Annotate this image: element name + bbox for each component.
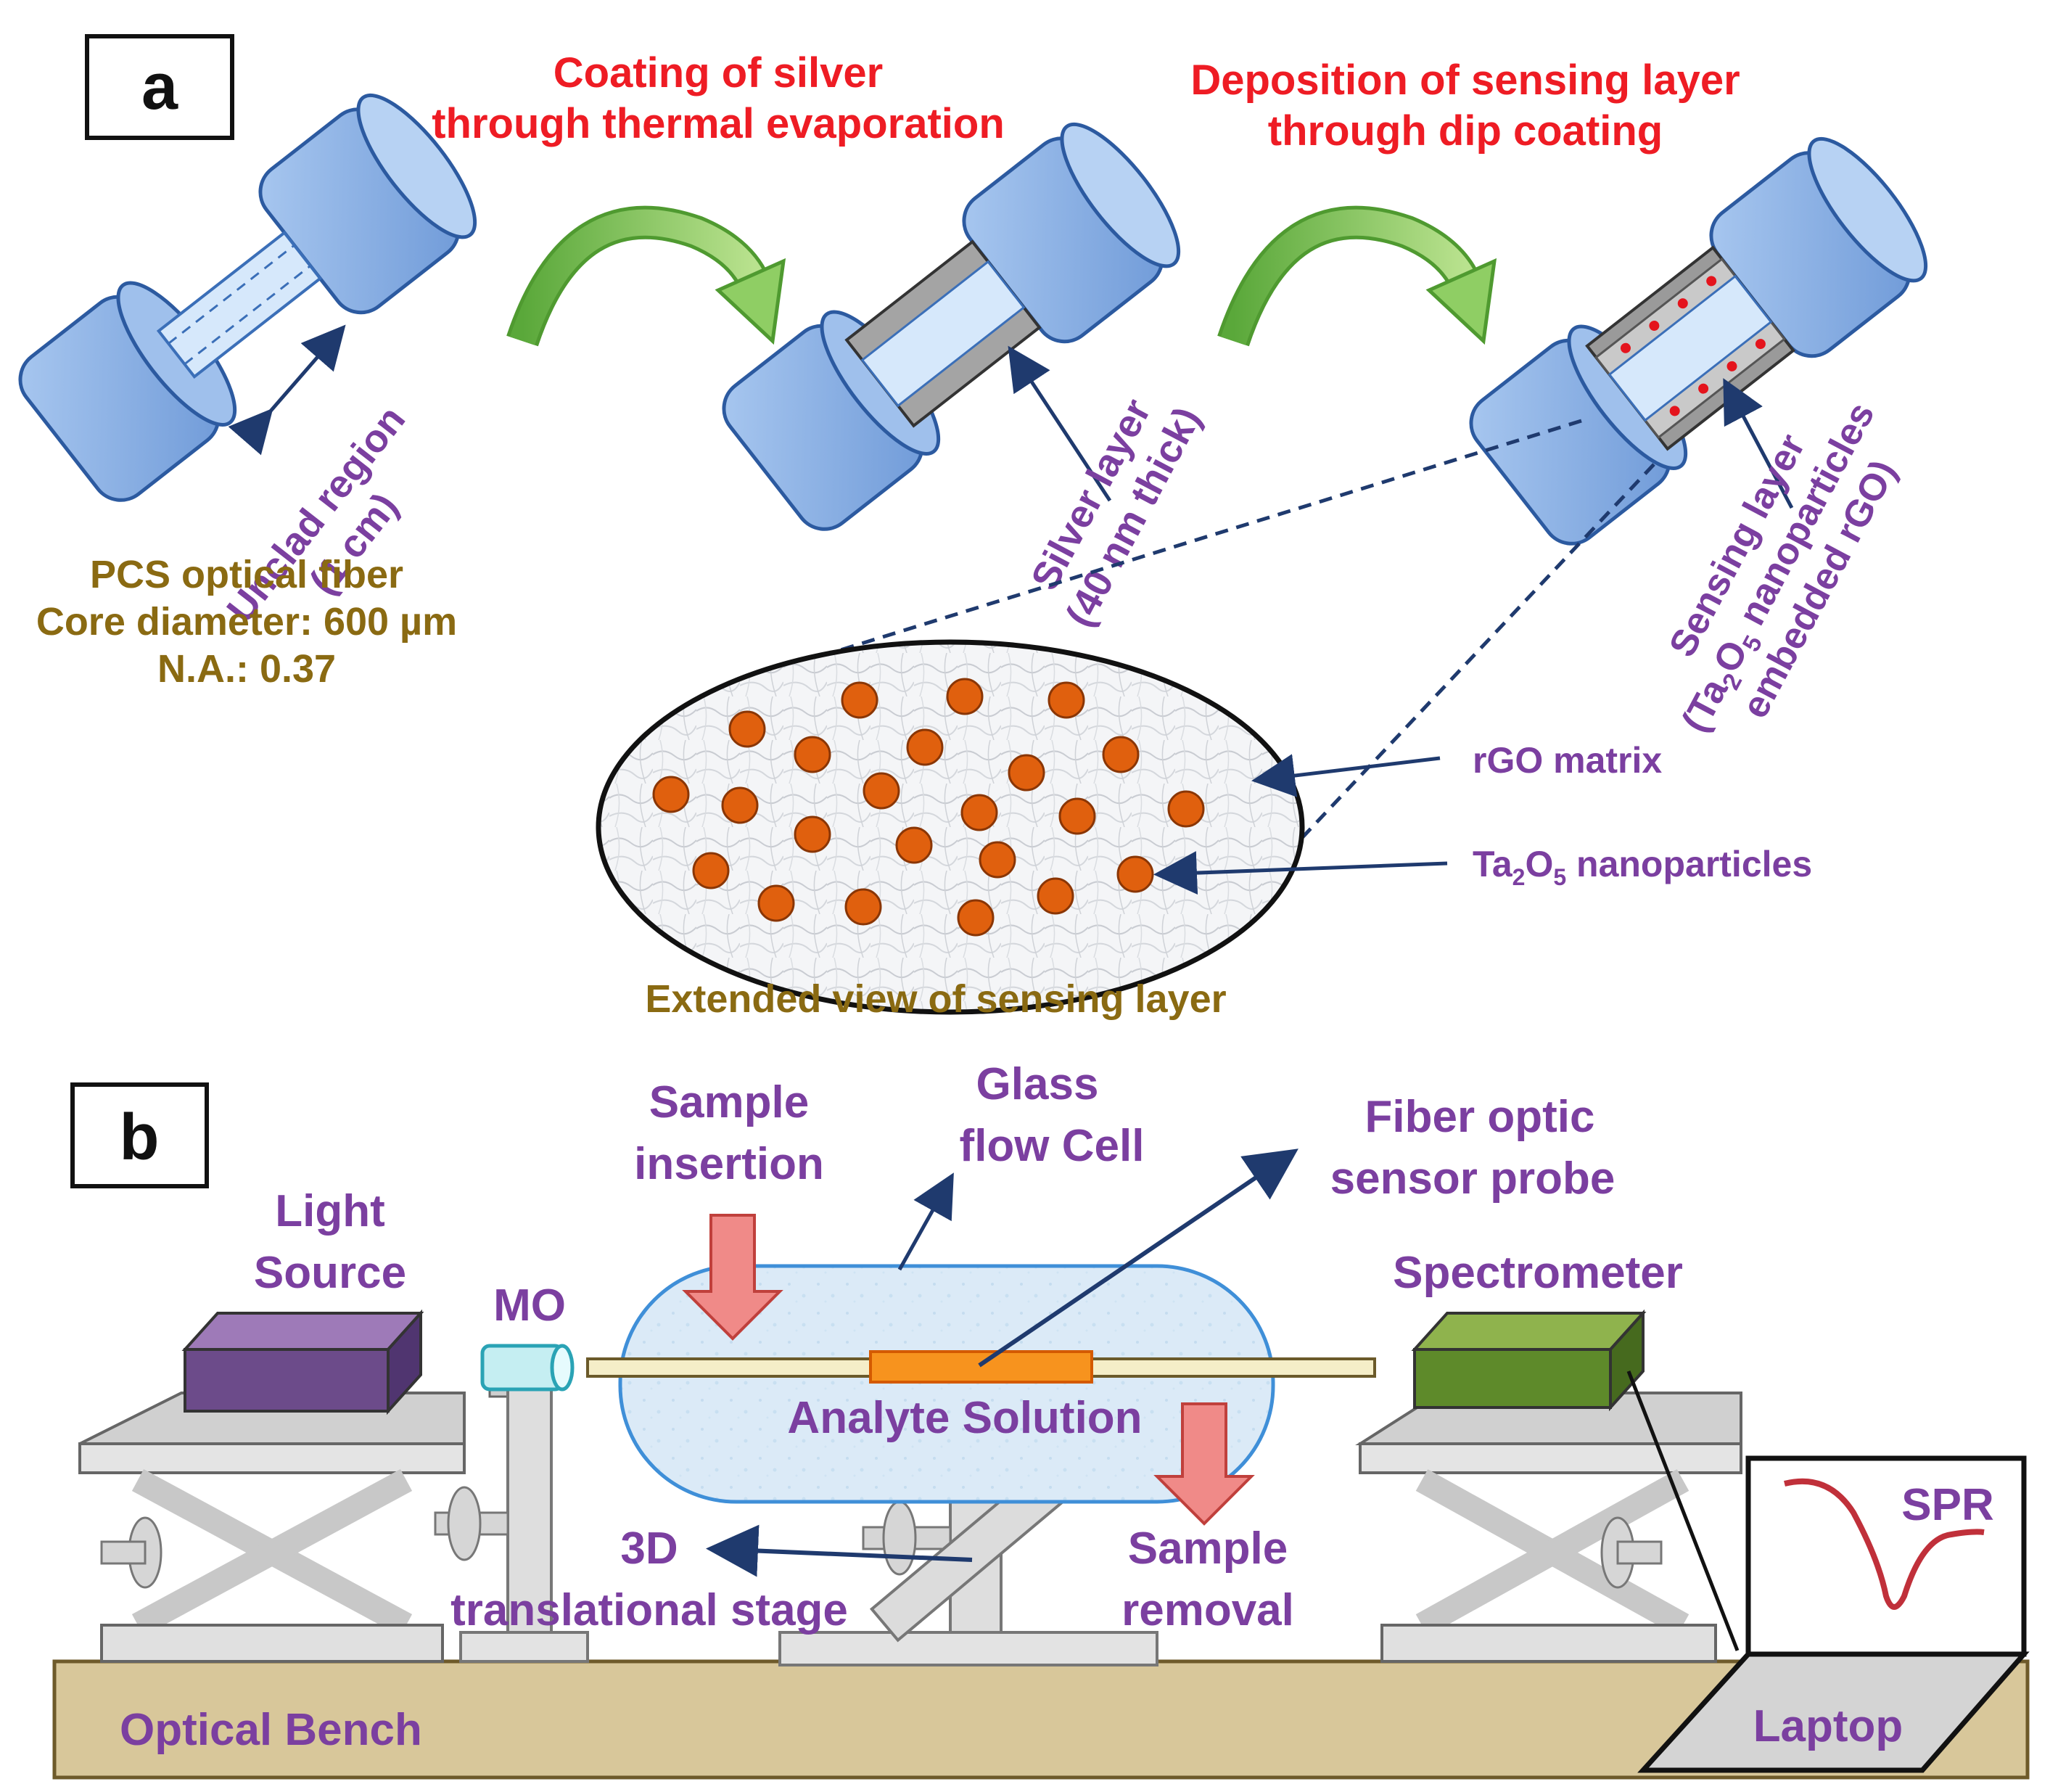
glass-cell-pointer-arrow xyxy=(897,1172,954,1271)
step1-title-line1: Coating of silver xyxy=(553,49,883,96)
light-source-label-line2: Source xyxy=(254,1248,406,1298)
left-lab-jack xyxy=(78,1392,466,1663)
panel-b-label-box xyxy=(70,1082,209,1188)
right-lab-jack xyxy=(1355,1392,1742,1663)
mo-objective-icon xyxy=(480,1344,575,1392)
silver-pointer-arrow xyxy=(1008,345,1112,502)
fiber-sensing-drawing xyxy=(1469,136,1928,546)
glass-flow-cell xyxy=(618,1264,1275,1504)
ta2o5-label: Ta2O5 nanoparticles xyxy=(1473,844,1812,890)
sample-insertion-arrow-icon xyxy=(682,1214,783,1341)
sensor-probe-region xyxy=(869,1350,1093,1384)
panel-b-label: b xyxy=(120,1101,160,1174)
panel-a: a Coating of silver through thermal evap… xyxy=(18,34,1928,1021)
step1-title-line2: through thermal evaporation xyxy=(432,100,1005,147)
step2-title-line2: through dip coating xyxy=(1268,107,1663,155)
sample-insertion-label-line2: insertion xyxy=(634,1139,824,1189)
silver-label: Silver layer (40 nm thick) xyxy=(1023,392,1209,633)
rgo-pointer-arrow xyxy=(1251,754,1441,797)
light-source-label-line1: Light xyxy=(275,1186,385,1236)
zoom-line-2 xyxy=(1297,463,1655,843)
mo-holder xyxy=(434,1381,589,1663)
stage-pointer-arrow xyxy=(706,1524,973,1577)
spr-curve xyxy=(1784,1478,1985,1610)
sample-removal-arrow-icon xyxy=(1153,1402,1255,1526)
sensing-pointer-arrow xyxy=(1723,378,1794,509)
green-arrow-1-icon xyxy=(506,205,786,347)
extended-view-ellipse xyxy=(596,639,1305,1015)
probe-pointer-arrow xyxy=(978,1148,1298,1368)
sample-removal-label-line2: removal xyxy=(1121,1585,1294,1635)
green-arrow-2-icon xyxy=(1217,205,1497,347)
stage-label-line2: translational stage xyxy=(450,1585,848,1635)
mo-label: MO xyxy=(493,1281,566,1331)
spectrometer-box xyxy=(1411,1309,1647,1412)
spectrometer-label: Spectrometer xyxy=(1393,1248,1683,1298)
panel-a-label: a xyxy=(141,51,178,123)
rgo-matrix-label: rGO matrix xyxy=(1473,740,1662,781)
ta2o5-nanoparticles xyxy=(652,678,1205,937)
stage-label-line1: 3D xyxy=(620,1524,678,1574)
glass-flow-cell-label-line2: flow Cell xyxy=(960,1121,1145,1171)
analyte-solution-label: Analyte Solution xyxy=(787,1393,1142,1443)
fiber-unclad-drawing xyxy=(18,93,477,502)
fiber-spec-line2: Core diameter: 600 µm xyxy=(36,600,457,644)
zoom-line-1 xyxy=(725,419,1582,688)
probe-label-line1: Fiber optic xyxy=(1365,1092,1595,1142)
sample-insertion-label-line1: Sample xyxy=(649,1077,810,1127)
panel-a-label-box xyxy=(85,34,234,140)
probe-label-line2: sensor probe xyxy=(1330,1154,1615,1204)
light-source-box xyxy=(181,1309,424,1415)
step2-title-line1: Deposition of sensing layer xyxy=(1190,57,1740,104)
sample-removal-label-line1: Sample xyxy=(1128,1524,1288,1574)
panel-b: b Optical Bench Light Source xyxy=(52,1059,2030,1780)
laptop-label: Laptop xyxy=(1753,1701,1903,1751)
unclad-length-arrow xyxy=(228,324,346,456)
glass-flow-cell-label-line1: Glass xyxy=(976,1059,1099,1109)
fiber-spec-line1: PCS optical fiber xyxy=(90,553,403,596)
optical-bench-label: Optical Bench xyxy=(120,1705,422,1755)
spr-label: SPR xyxy=(1901,1480,1993,1530)
fiber-silver-drawing xyxy=(722,122,1181,531)
ta2o5-pointer-arrow xyxy=(1153,851,1448,895)
fiber-spec-line3: N.A.: 0.37 xyxy=(157,647,336,691)
spectrometer-cable xyxy=(1626,1370,1740,1651)
extended-view-caption: Extended view of sensing layer xyxy=(645,977,1226,1021)
laptop-icon xyxy=(1637,1455,2030,1773)
